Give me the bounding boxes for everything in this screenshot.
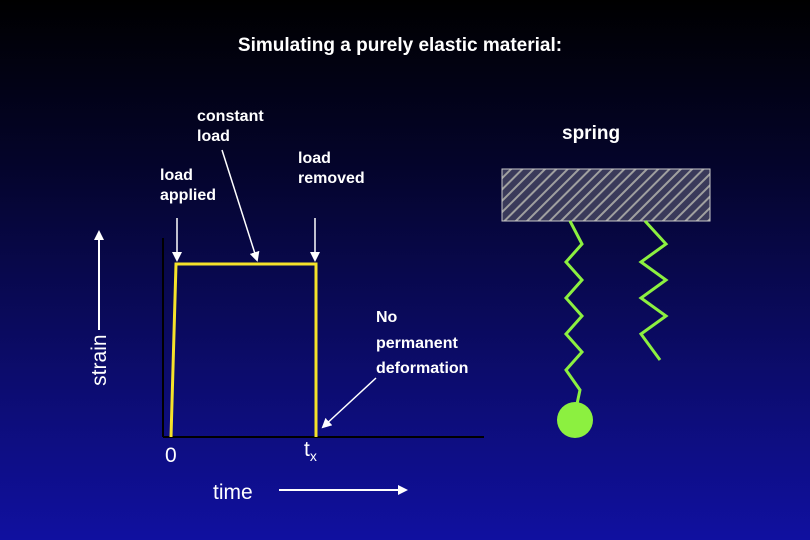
tx-main: t bbox=[304, 438, 310, 461]
constant-load-label: constant load bbox=[197, 108, 264, 145]
load-removed-label: load removed bbox=[298, 150, 365, 187]
origin-label: 0 bbox=[165, 444, 177, 467]
spring-mass-ball bbox=[557, 402, 593, 438]
constant-load-arrow bbox=[221, 149, 260, 262]
load-applied-label: load applied bbox=[160, 167, 217, 204]
spring-support-block bbox=[501, 168, 711, 222]
no-deformation-arrow bbox=[321, 377, 377, 429]
tx-subscript: x bbox=[309, 448, 317, 465]
relaxed-spring-coil bbox=[638, 219, 669, 361]
tx-label: tx bbox=[304, 437, 317, 466]
spring-label: spring bbox=[562, 123, 621, 144]
x-axis-label: time bbox=[213, 481, 253, 504]
strain-response-curve bbox=[169, 262, 318, 438]
page-title: Simulating a purely elastic material: bbox=[237, 35, 563, 56]
no-permanent-deformation-label: No permanent deformation bbox=[376, 309, 469, 378]
y-axis-label: strain bbox=[87, 334, 111, 386]
stretched-spring-coil bbox=[563, 220, 585, 405]
